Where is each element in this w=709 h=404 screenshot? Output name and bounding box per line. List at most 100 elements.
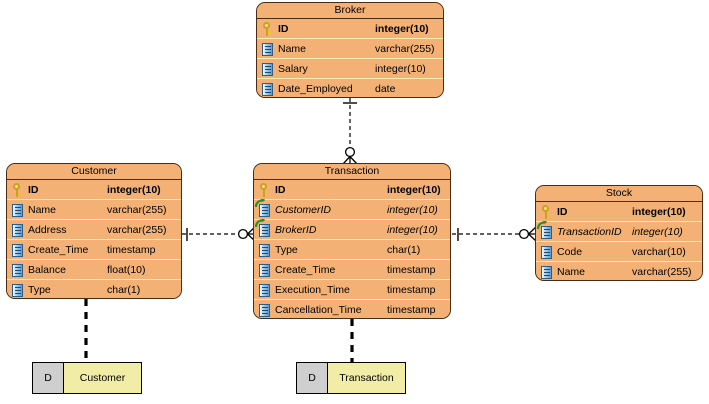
attribute-type: integer(10) bbox=[375, 22, 429, 35]
attribute-type: integer(10) bbox=[632, 205, 686, 218]
key-icon bbox=[257, 182, 272, 198]
attribute-row[interactable]: Code varchar(10) bbox=[536, 242, 702, 262]
entity-title: Stock bbox=[536, 186, 702, 202]
attribute-type: varchar(10) bbox=[632, 245, 686, 258]
attribute-type: timestamp bbox=[387, 283, 436, 296]
attribute-name: ID bbox=[275, 183, 286, 196]
attribute-row[interactable]: Execution_Time timestamp bbox=[254, 280, 450, 300]
attribute-type: timestamp bbox=[107, 243, 156, 256]
attribute-type: integer(10) bbox=[375, 62, 426, 75]
attribute-name: Create_Time bbox=[28, 243, 89, 256]
column-icon bbox=[260, 81, 275, 97]
attribute-name: BrokerID bbox=[275, 223, 317, 236]
foreign-key-icon bbox=[537, 220, 554, 240]
attribute-row[interactable]: TransactionID integer(10) bbox=[536, 220, 702, 242]
entity-title: Transaction bbox=[254, 164, 450, 180]
column-icon bbox=[539, 244, 554, 260]
attribute-name: Type bbox=[28, 284, 51, 296]
attribute-name: Date_Employed bbox=[278, 83, 353, 95]
attribute-name: ID bbox=[557, 205, 568, 218]
attribute-name: Create_Time bbox=[275, 263, 336, 276]
attribute-name: Type bbox=[275, 243, 298, 256]
attribute-name: ID bbox=[28, 183, 39, 196]
attribute-type: timestamp bbox=[387, 263, 436, 276]
attribute-name: Name bbox=[28, 203, 57, 216]
relationship-transaction-stock[interactable] bbox=[452, 226, 537, 242]
attribute-type: char(1) bbox=[387, 243, 421, 256]
key-icon bbox=[539, 204, 554, 220]
attribute-row[interactable]: Create_Time timestamp bbox=[254, 260, 450, 280]
datastore-label: Customer bbox=[64, 363, 141, 393]
relationship-broker-transaction[interactable] bbox=[342, 98, 358, 165]
attribute-row[interactable]: Type char(1) bbox=[254, 240, 450, 260]
attribute-row[interactable]: Salary integer(10) bbox=[257, 59, 443, 79]
attribute-type: char(1) bbox=[107, 284, 141, 296]
key-icon bbox=[10, 182, 25, 198]
column-icon bbox=[257, 302, 272, 318]
attribute-row[interactable]: ID integer(10) bbox=[257, 19, 443, 39]
attribute-type: varchar(255) bbox=[632, 266, 692, 278]
datastore-marker: D bbox=[297, 363, 328, 393]
column-icon bbox=[257, 242, 272, 258]
attribute-row[interactable]: Name varchar(255) bbox=[257, 39, 443, 59]
attribute-name: Address bbox=[28, 223, 67, 236]
attribute-row[interactable]: Address varchar(255) bbox=[7, 220, 181, 240]
attribute-type: varchar(255) bbox=[375, 42, 435, 55]
column-icon bbox=[10, 222, 25, 238]
attribute-name: CustomerID bbox=[275, 203, 332, 216]
attribute-name: TransactionID bbox=[557, 225, 622, 238]
attribute-row[interactable]: Type char(1) bbox=[7, 280, 181, 298]
entity-title: Customer bbox=[7, 164, 181, 180]
entity-title: Broker bbox=[257, 3, 443, 19]
attribute-name: Cancellation_Time bbox=[275, 304, 362, 316]
column-icon bbox=[10, 242, 25, 258]
column-icon bbox=[260, 61, 275, 77]
attribute-name: Execution_Time bbox=[275, 283, 350, 296]
foreign-key-icon bbox=[255, 218, 272, 238]
datastore-label: Transaction bbox=[328, 363, 405, 393]
column-icon bbox=[539, 264, 554, 280]
datastore-marker: D bbox=[33, 363, 64, 393]
attribute-row[interactable]: ID integer(10) bbox=[536, 202, 702, 222]
attribute-list: ID integer(10) TransactionID integer(10) Cod… bbox=[536, 202, 702, 280]
key-icon bbox=[260, 21, 275, 37]
attribute-type: float(10) bbox=[107, 263, 146, 276]
attribute-row[interactable]: Cancellation_Time timestamp bbox=[254, 300, 450, 318]
attribute-row[interactable]: Name varchar(255) bbox=[536, 262, 702, 280]
attribute-name: Balance bbox=[28, 263, 66, 276]
attribute-type: timestamp bbox=[387, 304, 436, 316]
attribute-row[interactable]: Create_Time timestamp bbox=[7, 240, 181, 260]
column-icon bbox=[257, 282, 272, 298]
relationship-customer-transaction[interactable] bbox=[182, 226, 256, 242]
attribute-name: Code bbox=[557, 245, 583, 258]
attribute-type: integer(10) bbox=[107, 183, 161, 196]
attribute-row[interactable]: ID integer(10) bbox=[7, 180, 181, 200]
attribute-list: ID integer(10) Name varchar(255) Salary integ… bbox=[257, 19, 443, 97]
column-icon bbox=[260, 41, 275, 57]
attribute-type: integer(10) bbox=[387, 223, 438, 236]
attribute-name: Salary bbox=[278, 62, 308, 75]
attribute-type: integer(10) bbox=[632, 225, 683, 238]
attribute-type: varchar(255) bbox=[107, 223, 167, 236]
attribute-name: Name bbox=[557, 266, 586, 278]
attribute-row[interactable]: BrokerID integer(10) bbox=[254, 218, 450, 240]
column-icon bbox=[257, 262, 272, 278]
attribute-name: Name bbox=[278, 42, 307, 55]
foreign-key-icon bbox=[255, 198, 272, 218]
attribute-name: ID bbox=[278, 22, 289, 35]
column-icon bbox=[10, 202, 25, 218]
attribute-row[interactable]: Balance float(10) bbox=[7, 260, 181, 280]
